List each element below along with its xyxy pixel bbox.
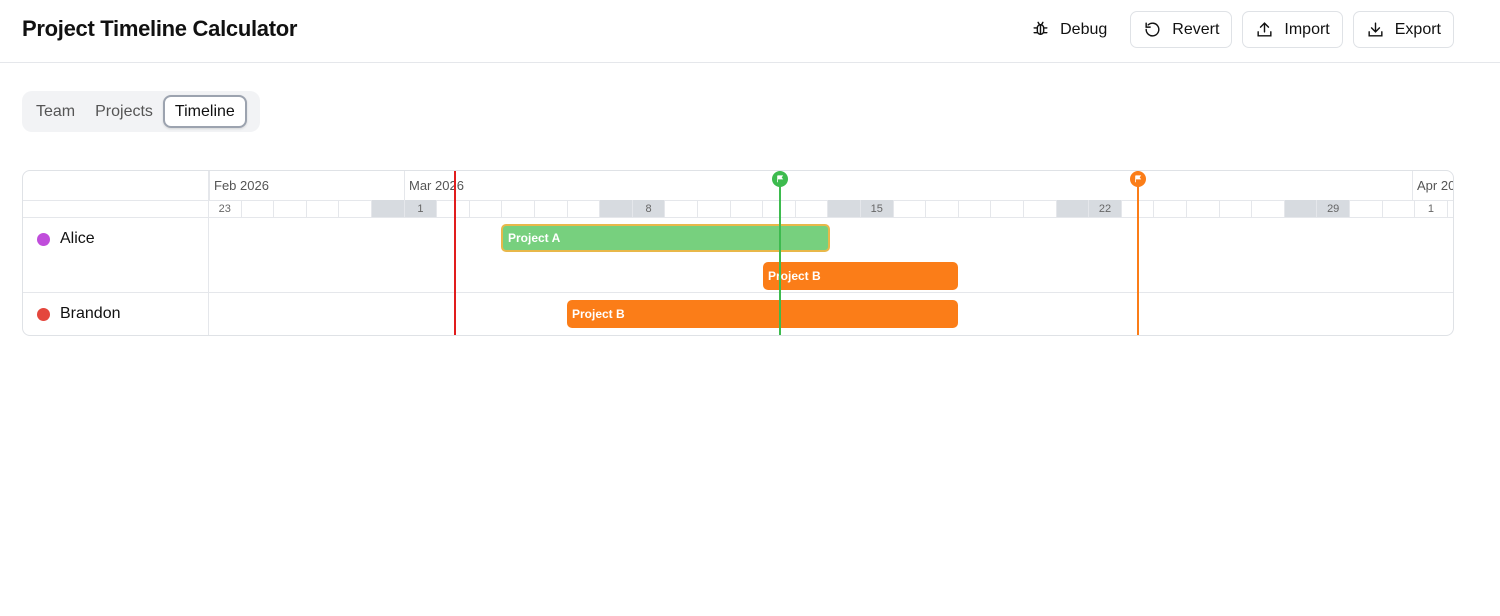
month-separator [1412,171,1413,200]
day-cell [274,200,307,217]
day-cell [600,200,633,217]
project-b-deadline-line [1137,171,1139,335]
tab-timeline[interactable]: Timeline [162,95,247,128]
person-name: Alice [60,230,95,247]
day-cell [959,200,992,217]
app-header: Project Timeline Calculator Debug Revert… [0,0,1500,63]
day-cell: 22 [1089,200,1122,217]
day-cell [242,200,275,217]
flag-icon [777,175,784,183]
month-label: Apr 2026 [1417,178,1454,193]
import-label: Import [1284,20,1330,38]
revert-icon [1145,22,1160,37]
person-row-brandon: Brandon [37,305,121,323]
project-a-deadline-line [779,171,781,335]
day-cell [665,200,698,217]
month-separator [209,171,210,200]
assignment-bar-brandon-project-b[interactable]: Project B [567,300,958,328]
day-cell [1187,200,1220,217]
day-cell [307,200,340,217]
day-cell: 15 [861,200,894,217]
export-button[interactable]: Export [1352,11,1454,48]
day-cell [339,200,372,217]
download-icon [1368,22,1383,37]
day-cell: 23 [209,200,242,217]
view-tabs: Team Projects Timeline [22,91,260,132]
app-title: Project Timeline Calculator [22,16,298,41]
day-cell [568,200,601,217]
day-cell [1252,200,1285,217]
day-cell [1350,200,1383,217]
tab-team[interactable]: Team [36,102,76,120]
flag-icon [1135,175,1142,183]
day-cell [372,200,405,217]
day-cell [1220,200,1253,217]
day-cell [1154,200,1187,217]
assignment-bar-alice-project-a[interactable]: Project A [501,224,830,252]
project-a-deadline-flag[interactable] [772,171,788,187]
month-label: Mar 2026 [409,178,464,193]
person-row-alice: Alice [37,230,95,248]
day-cell [502,200,535,217]
revert-button[interactable]: Revert [1130,11,1233,48]
export-label: Export [1394,20,1441,38]
toolbar: Debug Revert Import Export [1018,11,1454,48]
header-divider [23,200,1453,201]
day-cell: 29 [1317,200,1350,217]
timeline-chart: Feb 2026 Mar 2026 Apr 2026 23 1 8 15 22 29 1 A… [22,170,1454,336]
import-button[interactable]: Import [1242,11,1343,48]
day-cell [894,200,927,217]
day-cell [828,200,861,217]
person-color-dot [37,232,50,246]
names-column [23,171,209,335]
day-cell [1383,200,1416,217]
month-label: Feb 2026 [214,178,269,193]
tab-projects[interactable]: Projects [95,102,153,120]
day-cell: 8 [632,200,666,217]
day-cell [698,200,731,217]
row-divider [23,292,1453,293]
debug-button[interactable]: Debug [1018,11,1121,48]
day-cell [731,200,764,217]
day-cell [1056,200,1090,217]
day-cell [437,200,470,217]
day-cell: 1 [1415,200,1448,217]
debug-label: Debug [1060,20,1108,38]
day-cell [991,200,1024,217]
day-cell [763,200,796,217]
today-line [454,171,456,335]
day-cell [1122,200,1155,217]
day-cell [796,200,829,217]
day-cell: 1 [404,200,438,217]
days-divider [23,217,1453,218]
person-name: Brandon [60,305,121,322]
upload-icon [1257,22,1272,37]
day-cell [926,200,959,217]
person-color-dot [37,307,50,321]
day-cell [470,200,503,217]
bug-icon [1033,21,1048,35]
day-cell [1284,200,1318,217]
day-cell [1024,200,1057,217]
project-b-deadline-flag[interactable] [1130,171,1146,187]
day-cell [535,200,568,217]
assignment-bar-alice-project-b[interactable]: Project B [763,262,958,290]
revert-label: Revert [1172,20,1220,38]
month-separator [404,171,405,200]
